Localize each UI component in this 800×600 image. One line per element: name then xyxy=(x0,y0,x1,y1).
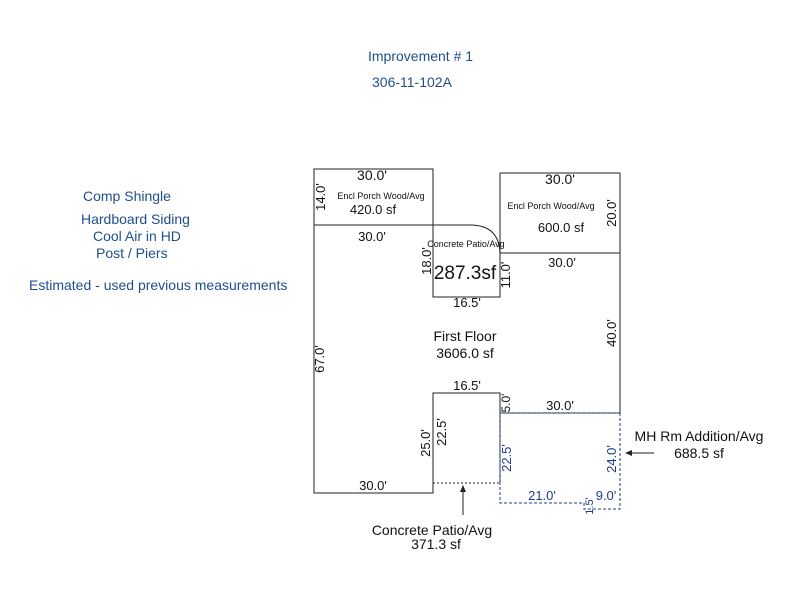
note-estimate: Estimated - used previous measurements xyxy=(29,277,288,293)
mh-addition-outline xyxy=(499,412,621,510)
mh-pointer-head xyxy=(625,450,632,456)
mh-dim-right: 24.0' xyxy=(604,445,619,473)
first-floor-dim-inner-right: 22.5' xyxy=(434,418,449,446)
note-foundation: Post / Piers xyxy=(96,245,168,261)
first-floor-dim-left: 67.0' xyxy=(312,345,327,373)
porch-left-area: 420.0 sf xyxy=(350,202,397,217)
patio-top-label: Concrete Patio/Avg xyxy=(427,239,504,249)
note-roof: Comp Shingle xyxy=(83,188,171,204)
parcel-id: 306-11-102A xyxy=(372,74,452,90)
patio-top-area: 287.3sf xyxy=(434,263,497,284)
porch-right-label: Encl Porch Wood/Avg xyxy=(507,201,594,211)
first-floor-dim-inner-top: 16.5' xyxy=(453,378,481,393)
patio-top-dim-right: 11.0' xyxy=(498,262,513,289)
porch-left-label: Encl Porch Wood/Avg xyxy=(337,191,424,201)
first-floor-label: First Floor xyxy=(434,328,497,344)
mh-dim-bottom-b: 9.0' xyxy=(596,488,617,503)
note-hvac: Cool Air in HD xyxy=(93,228,181,244)
patio-bottom-area: 371.3 sf xyxy=(411,536,461,552)
mh-dim-step: 1.5' xyxy=(584,497,596,514)
porch-left-dim-bottom: 30.0' xyxy=(358,229,386,244)
porch-left-dim-left: 14.0' xyxy=(313,183,328,211)
patio-bottom-label: Concrete Patio/Avg xyxy=(372,522,492,538)
porch-right-dim-right: 20.0' xyxy=(604,199,619,227)
sketch-title: Improvement # 1 xyxy=(368,48,474,64)
first-floor-dim-bottom: 30.0' xyxy=(359,478,387,493)
mh-dim-bottom-a: 21.0' xyxy=(528,488,556,503)
patio-top-outline xyxy=(433,224,501,297)
first-floor-dim-inner-left: 25.0' xyxy=(418,429,433,457)
note-siding: Hardboard Siding xyxy=(81,211,190,227)
patio-top-dim-bottom: 16.5' xyxy=(453,295,481,310)
first-floor-dim-right: 40.0' xyxy=(604,319,619,347)
mh-label: MH Rm Addition/Avg xyxy=(635,428,764,444)
patio-bottom-pointer-head xyxy=(460,485,466,492)
porch-right-dim-bottom: 30.0' xyxy=(548,255,576,270)
mh-area: 688.5 sf xyxy=(674,445,724,461)
patio-top-dim-left: 18.0' xyxy=(419,247,434,275)
mh-dim-left: 22.5' xyxy=(499,444,514,472)
first-floor-area: 3606.0 sf xyxy=(436,345,494,361)
porch-left-dim-top: 30.0' xyxy=(357,167,387,183)
porch-right-area: 600.0 sf xyxy=(538,220,585,235)
first-floor-dim-notch-bottom: 30.0' xyxy=(546,398,574,413)
porch-right-dim-top: 30.0' xyxy=(545,171,575,187)
first-floor-dim-notch: 5.0' xyxy=(499,394,513,413)
